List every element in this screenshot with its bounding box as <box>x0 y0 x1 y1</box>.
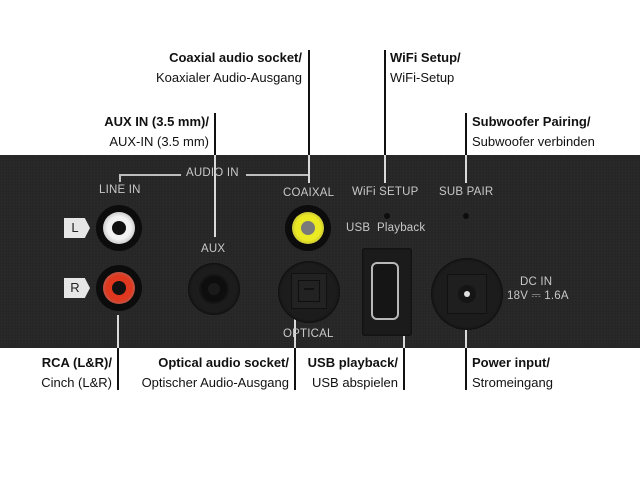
callout-usb: USB playback/ USB abspielen <box>308 353 398 393</box>
audio-in-label: AUDIO IN <box>186 167 239 179</box>
coaxial-hole <box>301 221 315 235</box>
leader-optical <box>294 348 296 390</box>
audio-in-bracket-left <box>119 174 181 176</box>
rca-left-jack[interactable] <box>96 205 142 251</box>
leader-power <box>465 348 467 390</box>
leader-wifi-inner <box>384 155 386 183</box>
callout-power-en: Power input/ <box>472 355 550 370</box>
leader-coaxial-inner <box>308 155 310 183</box>
leader-usb <box>403 348 405 390</box>
optical-socket[interactable] <box>278 261 340 323</box>
aux-jack-core <box>208 283 220 295</box>
coaxial-ring <box>292 212 324 244</box>
callout-subwoofer-de: Subwoofer verbinden <box>472 134 595 149</box>
usb-port-recess <box>362 248 412 336</box>
callout-aux-en: AUX IN (3.5 mm)/ <box>104 114 209 129</box>
coaxial-jack[interactable] <box>285 205 331 251</box>
leader-wifi <box>384 50 386 155</box>
leader-subwoofer-inner <box>465 155 467 183</box>
callout-wifi-de: WiFi-Setup <box>390 70 455 85</box>
aux-label: AUX <box>201 243 226 255</box>
power-input-socket[interactable] <box>431 258 503 330</box>
wifi-setup-button[interactable] <box>384 213 390 219</box>
aux-jack-hole <box>201 276 227 302</box>
line-in-label: LINE IN <box>99 184 141 196</box>
left-channel-tag: L <box>64 218 90 238</box>
leader-rca <box>117 348 119 390</box>
callout-optical-en: Optical audio socket/ <box>158 355 289 370</box>
aux-jack[interactable] <box>188 263 240 315</box>
power-socket-pin <box>464 291 470 297</box>
power-socket-barrel <box>458 285 476 303</box>
callout-coaxial: Coaxial audio socket/ Koaxialer Audio-Au… <box>156 48 302 88</box>
callout-aux: AUX IN (3.5 mm)/ AUX-IN (3.5 mm) <box>104 112 209 152</box>
leader-rca-inner <box>117 315 119 348</box>
leader-optical-inner <box>294 315 296 348</box>
sub-pair-button[interactable] <box>463 213 469 219</box>
callout-power-de: Stromeingang <box>472 375 553 390</box>
callout-optical: Optical audio socket/ Optischer Audio-Au… <box>142 353 289 393</box>
callout-rca-en: RCA (L&R)/ <box>41 355 112 370</box>
callout-rca: RCA (L&R)/ Cinch (L&R) <box>41 353 112 393</box>
leader-aux <box>214 113 216 155</box>
callout-wifi-en: WiFi Setup/ <box>390 50 461 65</box>
usb-port[interactable] <box>371 262 399 320</box>
dc-in-label: DC IN <box>520 276 553 288</box>
callout-usb-de: USB abspielen <box>312 375 398 390</box>
right-channel-tag: R <box>64 278 90 298</box>
sub-pair-label: SUB PAIR <box>439 186 494 198</box>
callout-coaxial-en: Coaxial audio socket/ <box>169 50 302 65</box>
audio-in-bracket-right <box>246 174 308 176</box>
leader-subwoofer <box>465 113 467 155</box>
callout-optical-de: Optischer Audio-Ausgang <box>141 375 289 390</box>
coaxial-label: COAIXAL <box>283 187 335 199</box>
callout-coaxial-de: Koaxialer Audio-Ausgang <box>156 70 302 85</box>
usb-playback-label: USB Playback <box>346 222 426 234</box>
callout-power: Power input/ Stromeingang <box>472 353 553 393</box>
leader-coaxial <box>308 50 310 155</box>
callout-wifi: WiFi Setup/ WiFi-Setup <box>390 48 461 88</box>
rca-right-ring <box>103 272 135 304</box>
callout-rca-de: Cinch (L&R) <box>41 375 112 390</box>
wifi-setup-label: WiFi SETUP <box>352 186 419 198</box>
optical-label: OPTICAL <box>283 328 334 340</box>
audio-in-bracket-tick-left <box>119 174 121 182</box>
rca-right-jack[interactable] <box>96 265 142 311</box>
optical-socket-square <box>291 273 327 309</box>
power-socket-square <box>447 274 487 314</box>
dc-rating-label: 18V ⎓ 1.6A <box>507 290 569 302</box>
callout-usb-en: USB playback/ <box>307 355 398 370</box>
rca-left-ring <box>103 212 135 244</box>
optical-socket-inner <box>298 280 320 302</box>
callout-aux-de: AUX-IN (3.5 mm) <box>109 134 209 149</box>
device-rear-panel: AUDIO IN LINE IN L R AUX COAIXAL OPT <box>0 155 640 348</box>
leader-aux-inner <box>214 155 216 237</box>
rca-right-hole <box>112 281 126 295</box>
callout-subwoofer-en: Subwoofer Pairing/ <box>472 114 591 129</box>
optical-socket-slot <box>304 288 314 290</box>
rca-left-hole <box>112 221 126 235</box>
callout-subwoofer: Subwoofer Pairing/ Subwoofer verbinden <box>472 112 595 152</box>
